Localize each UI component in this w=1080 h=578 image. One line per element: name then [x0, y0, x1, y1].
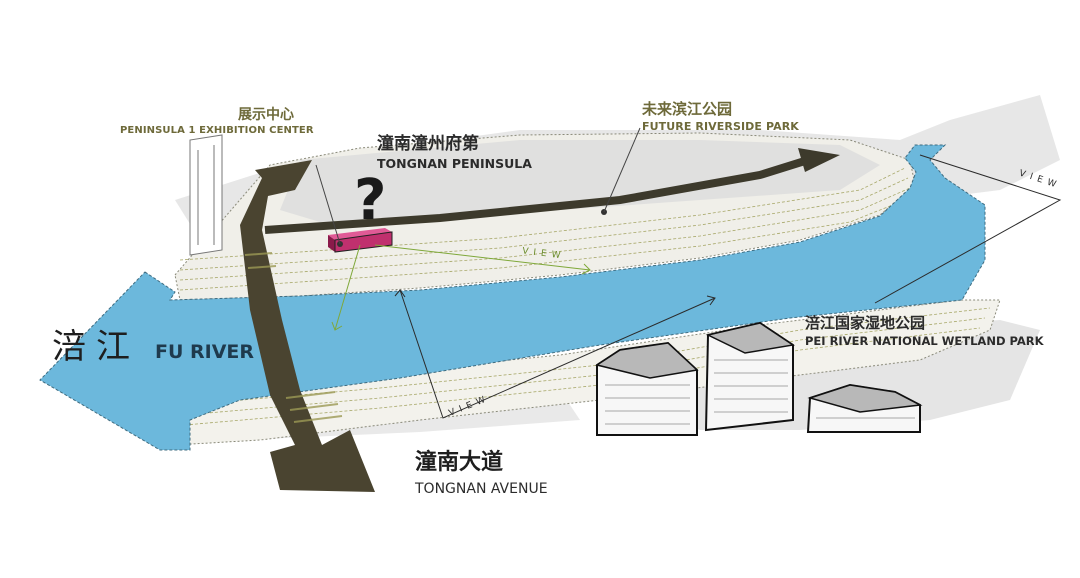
wetland-park-label-en: PEI RIVER NATIONAL WETLAND PARK: [805, 334, 1044, 348]
exhibition-center-label-en: PENINSULA 1 EXHIBITION CENTER: [120, 125, 314, 136]
tongnan-peninsula-label-en: TONGNAN PENINSULA: [377, 156, 532, 171]
fu-river-label-en: FU RIVER: [155, 341, 255, 363]
view-lines: [331, 154, 1062, 419]
peninsula: [174, 132, 916, 301]
exhibition-center-label-zh: 展示中心: [238, 107, 294, 123]
exhibition-center-box: [315, 164, 393, 253]
future-park-label-zh: 未来滨江公园: [642, 100, 733, 118]
tongnan-avenue-label-zh: 潼南大道: [415, 450, 504, 475]
wetland-park-label-zh: 涪江国家湿地公园: [805, 314, 926, 332]
question-mark: ?: [354, 168, 387, 233]
residential-towers: [595, 321, 923, 436]
tongnan-avenue-label-en: TONGNAN AVENUE: [415, 481, 548, 497]
existing-building: [189, 134, 223, 256]
fu-river-label-zh: 涪江: [52, 327, 140, 367]
tongnan-peninsula-label-zh: 潼南潼州府第: [377, 134, 479, 154]
tongnan-avenue-arrow: [240, 160, 375, 492]
peninsula-path-arrow: [264, 148, 840, 234]
future-park-label-en: FUTURE RIVERSIDE PARK: [642, 120, 799, 133]
